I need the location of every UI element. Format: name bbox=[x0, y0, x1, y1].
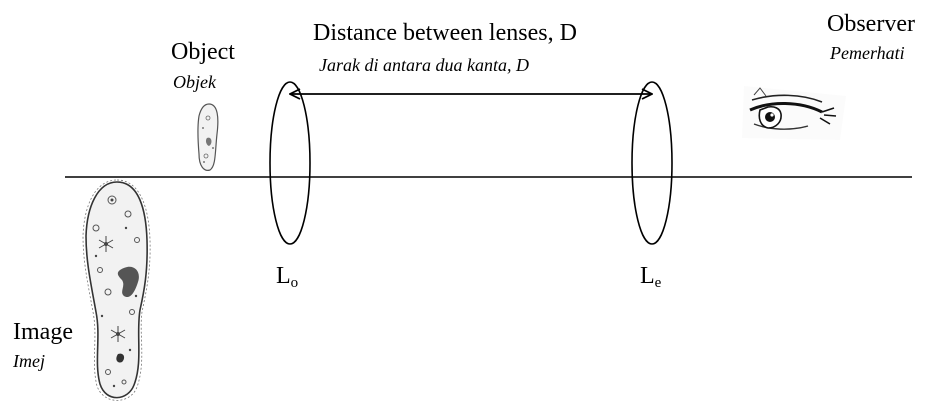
eye-icon bbox=[742, 86, 846, 140]
object-label: Object bbox=[171, 39, 235, 65]
distance-label: Distance between lenses, D bbox=[313, 20, 577, 46]
distance-label-malay: Jarak di antara dua kanta, D bbox=[319, 55, 529, 75]
image-label: Image bbox=[13, 319, 73, 345]
objective-lens-letter: L bbox=[276, 263, 291, 289]
paramecium-image-icon bbox=[82, 179, 151, 401]
eyepiece-lens-subscript: e bbox=[654, 275, 662, 291]
eyepiece-lens bbox=[631, 81, 673, 245]
eyepiece-lens-label: Le bbox=[640, 264, 661, 291]
objective-lens bbox=[269, 81, 311, 245]
observer-label-malay: Pemerhati bbox=[830, 43, 905, 63]
paramecium-object-icon bbox=[197, 103, 219, 171]
image-label-malay: Imej bbox=[13, 351, 45, 371]
objective-lens-label: Lo bbox=[276, 264, 298, 291]
observer-label: Observer bbox=[827, 11, 915, 37]
object-label-malay: Objek bbox=[173, 72, 216, 92]
eyepiece-lens-letter: L bbox=[640, 263, 655, 289]
objective-lens-subscript: o bbox=[290, 275, 299, 291]
